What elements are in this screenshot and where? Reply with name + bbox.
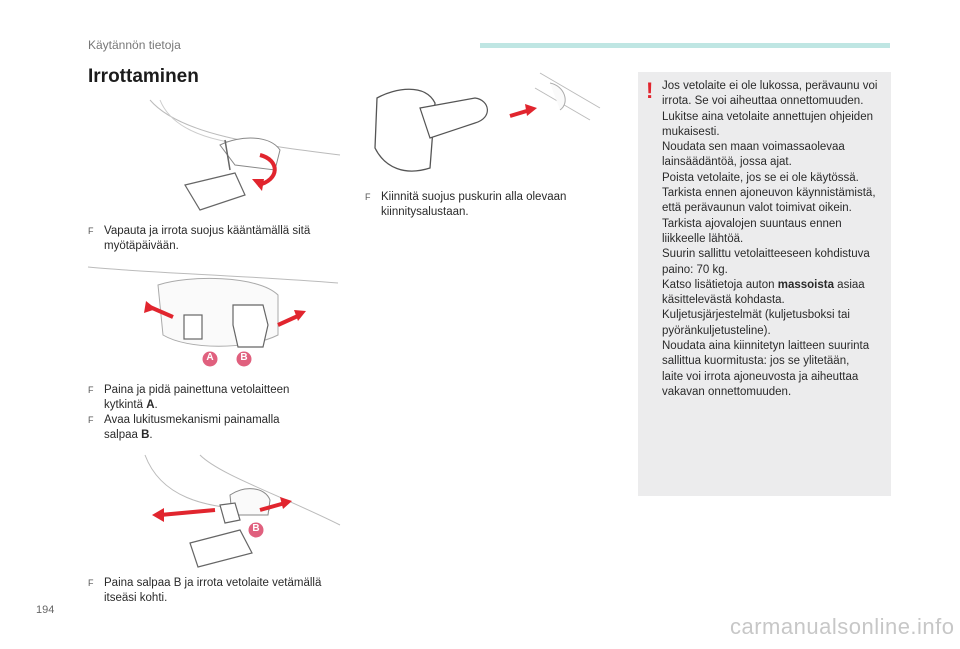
warning-line: mukaisesti. xyxy=(662,125,720,138)
bullet-icon: F xyxy=(88,415,94,425)
warning-line: Tarkista ajovalojen suuntaus ennen xyxy=(662,217,842,230)
page-title: Irrottaminen xyxy=(88,66,199,87)
warning-line-massoista: Katso lisätietoja auton massoista asiaa xyxy=(662,278,865,291)
warning-line: vakavan onnettomuuden. xyxy=(662,385,792,398)
step-1: F Vapauta ja irrota suojus kääntämällä s… xyxy=(88,224,338,254)
warning-line: lainsäädäntöä, jossa ajat. xyxy=(662,156,792,169)
step-3-line-2: itseäsi kohti. xyxy=(104,592,168,604)
callout-b-label-2: B xyxy=(252,523,260,534)
warning-line: Suurin sallittu vetolaitteeseen kohdistu… xyxy=(662,248,870,261)
illustration-attach-cover xyxy=(374,72,601,172)
page-number: 194 xyxy=(36,604,55,616)
warning-line: pyöränkuljetusteline). xyxy=(662,324,771,337)
step-3-line-1: Paina salpaa B ja irrota vetolaite vetäm… xyxy=(104,577,322,589)
warning-line: Jos vetolaite ei ole lukossa, perävaunu … xyxy=(662,80,878,92)
bullet-icon: F xyxy=(88,385,94,395)
step-4: F Kiinnitä suojus puskurin alla olevaan … xyxy=(365,190,625,220)
warning-line: irrota. Se voi aiheuttaa onnettomuuden. xyxy=(662,95,864,108)
warning-line: Lukitse aina vetolaite annettujen ohjeid… xyxy=(662,110,873,123)
bullet-icon: F xyxy=(88,578,94,588)
warning-line: käsittelevästä kohdasta. xyxy=(662,294,785,307)
callout-b-badge xyxy=(236,351,252,367)
bullet-icon: F xyxy=(365,192,371,202)
step-2-item-2-line-1: Avaa lukitusmekanismi painamalla xyxy=(104,414,280,426)
warning-line: liikkeelle lähtöä. xyxy=(662,232,744,245)
step-1-line-2: myötäpäivään. xyxy=(104,240,179,252)
illustration-cover-rotate xyxy=(149,99,341,211)
step-2: F Paina ja pidä painettuna vetolaitteen … xyxy=(88,383,338,443)
warning-icon: ! xyxy=(646,78,654,103)
header-accent-bar xyxy=(480,43,890,48)
watermark: carmanualsonline.info xyxy=(730,614,955,639)
step-1-line-1: Vapauta ja irrota suojus kääntämällä sit… xyxy=(104,225,311,237)
warning-line: Poista vetolaite, jos se ei ole käytössä… xyxy=(662,171,859,184)
callout-a-label: A xyxy=(206,352,214,363)
callout-b-label: B xyxy=(240,352,248,363)
illustration-pull-device xyxy=(144,454,341,568)
callout-b-badge-2 xyxy=(248,522,264,538)
warning-line: Noudata sen maan voimassaolevaa xyxy=(662,141,845,154)
step-2-item-1-line-1: Paina ja pidä painettuna vetolaitteen xyxy=(104,384,290,396)
section-label: Käytännön tietoja xyxy=(88,38,181,52)
warning-line: laite voi irrota ajoneuvosta ja aiheutta… xyxy=(662,370,859,383)
warning-line: Noudata aina kiinnitetyn laitteen suurin… xyxy=(662,340,870,353)
warning-box xyxy=(638,72,891,496)
warning-line: Tarkista ennen ajoneuvon käynnistämistä, xyxy=(662,187,876,200)
bullet-icon: F xyxy=(88,226,94,236)
step-4-line-1: Kiinnitä suojus puskurin alla olevaan xyxy=(381,191,567,203)
warning-line: sallittua kuormitusta: jos se ylitetään, xyxy=(662,355,850,368)
illustration-switch-latch xyxy=(87,266,339,348)
step-2-item-2-line-2: salpaa B. xyxy=(104,429,153,441)
step-4-line-2: kiinnitysalustaan. xyxy=(381,206,469,218)
warning-text: Jos vetolaite ei ole lukossa, perävaunu … xyxy=(662,79,888,400)
warning-line: Kuljetusjärjestelmät (kuljetusboksi tai xyxy=(662,309,850,322)
step-3: F Paina salpaa B ja irrota vetolaite vet… xyxy=(88,576,348,606)
warning-line: että perävaunun valot toimivat oikein. xyxy=(662,202,852,215)
callout-a-badge xyxy=(202,351,218,367)
warning-line: paino: 70 kg. xyxy=(662,263,728,276)
step-2-item-1-line-2: kytkintä A. xyxy=(104,399,158,411)
